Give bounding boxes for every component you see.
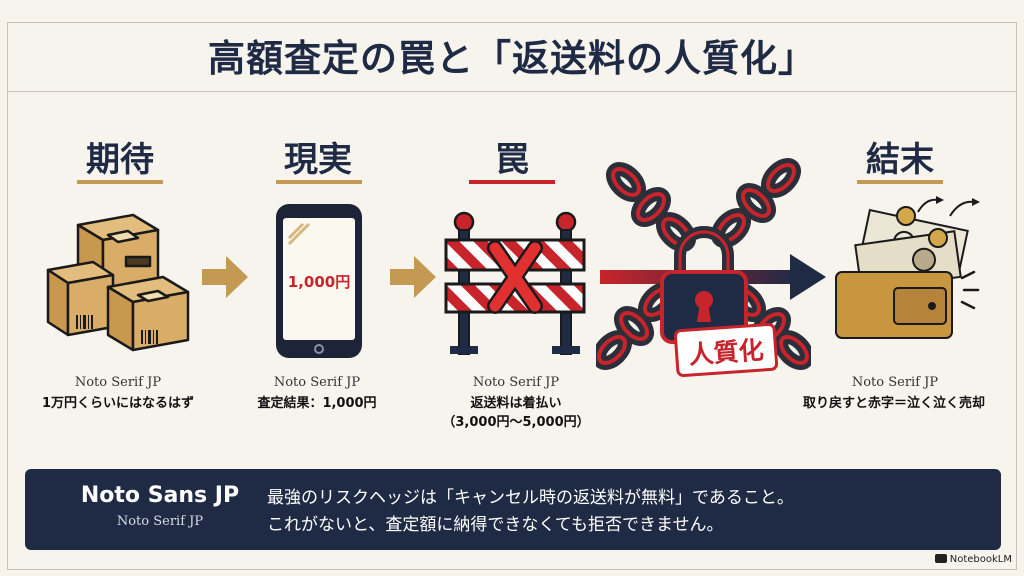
brand-label: NotebookLM [949, 554, 1012, 565]
step-font-label-reality: Noto Serif JP [273, 375, 361, 390]
banner-message-line-1: 最強のリスクヘッジは「キャンセル時の返送料が無料」であること。 [267, 488, 794, 508]
step-heading-outcome: 結末 [866, 140, 934, 180]
title-divider [7, 91, 1017, 92]
phone-screen: 1,000円 [283, 218, 355, 340]
page-title: 高額査定の罠と「返送料の人質化」 [208, 37, 816, 80]
banner-message-line-2: これがないと、査定額に納得できなくても拒否できません。 [267, 515, 724, 535]
step-heading-expectation: 期待 [86, 140, 154, 180]
hostage-tag-label: 人質化 [687, 335, 765, 370]
step-underline-reality [276, 180, 362, 184]
step-font-label-expectation: Noto Serif JP [74, 375, 162, 390]
empty-wallet-icon [835, 196, 980, 339]
step-caption-reality: 査定結果：1,000円 [257, 396, 377, 411]
step-heading-trap: 罠 [495, 140, 529, 180]
step-caption-trap-line-2: （3,000円〜5,000円） [442, 415, 590, 430]
hostage-tag: 人質化 [673, 322, 779, 378]
step-caption-outcome: 取り戻すと赤字＝泣く泣く売却 [802, 396, 985, 411]
step-underline-outcome [857, 180, 943, 184]
screen-glare-icon [287, 222, 311, 246]
arrow-right-icon [390, 256, 436, 298]
step-font-label-trap: Noto Serif JP [472, 375, 560, 390]
arrow-right-icon [202, 256, 248, 298]
step-underline-expectation [77, 180, 163, 184]
cardboard-boxes-icon [46, 213, 190, 352]
step-underline-trap [469, 180, 555, 184]
slide-frame [7, 22, 1017, 570]
banner-title: Noto Sans JP [80, 483, 240, 508]
chained-padlock-icon [596, 158, 811, 370]
phone-price: 1,000円 [287, 273, 351, 291]
step-heading-reality: 現実 [284, 140, 352, 180]
home-button [314, 344, 324, 354]
brand-watermark: NotebookLM [934, 554, 1012, 565]
banner-message: 最強のリスクヘッジは「キャンセル時の返送料が無料」であること。 これがないと、査… [267, 485, 794, 539]
smartphone-icon: 1,000円 [276, 204, 362, 358]
road-barrier-icon [444, 211, 586, 355]
step-caption-expectation: 1万円くらいにはなるはず [41, 396, 195, 411]
notebooklm-logo-icon [934, 554, 947, 563]
summary-banner: Noto Sans JP Noto Serif JP 最強のリスクヘッジは「キャ… [25, 469, 1001, 550]
step-font-label-outcome: Noto Serif JP [851, 375, 939, 390]
step-caption-trap-line-1: 返送料は着払い [470, 396, 562, 411]
banner-font-block: Noto Sans JP Noto Serif JP [65, 483, 255, 529]
banner-subtitle: Noto Serif JP [116, 514, 204, 529]
